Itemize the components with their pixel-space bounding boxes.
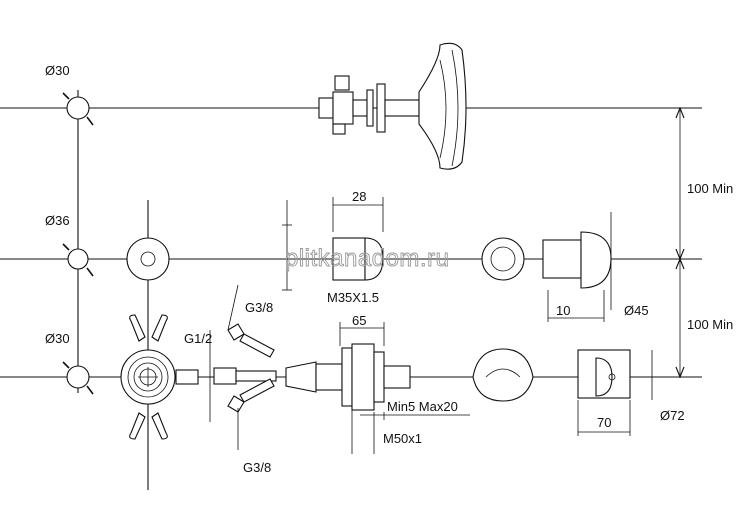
cross-handle-front-view <box>120 314 199 440</box>
label-w65: 65 <box>352 313 366 328</box>
label-min5-max20: Min5 Max20 <box>387 399 458 414</box>
label-m35: M35X1.5 <box>327 290 379 305</box>
rosette-front-view <box>126 237 170 281</box>
label-w28: 28 <box>352 189 366 204</box>
left-circles <box>62 92 94 395</box>
label-d45: Ø45 <box>624 303 649 318</box>
label-w10: 10 <box>556 303 570 318</box>
label-d30-bottom: Ø30 <box>45 331 70 346</box>
label-100-min-top: 100 Min <box>687 181 733 196</box>
top-valve-assembly <box>318 42 467 170</box>
middle-right-parts <box>481 212 612 322</box>
label-d36: Ø36 <box>45 213 70 228</box>
label-100-min-bottom: 100 Min <box>687 317 733 332</box>
label-d72: Ø72 <box>660 408 685 423</box>
label-g38-top: G3/8 <box>245 300 273 315</box>
g-fittings <box>209 284 277 450</box>
label-w70: 70 <box>597 415 611 430</box>
watermark: plitkanadom.ru <box>285 245 449 272</box>
middle-sleeve <box>282 197 384 291</box>
label-d30-top: Ø30 <box>45 63 70 78</box>
bottom-valve-body <box>285 322 470 454</box>
vertical-dimension <box>672 106 688 379</box>
bottom-right-parts <box>472 348 653 436</box>
label-g12: G1/2 <box>184 331 212 346</box>
label-m50: M50x1 <box>383 431 422 446</box>
label-g38-bottom: G3/8 <box>243 460 271 475</box>
dimension-labels: Ø30 Ø36 Ø30 G3/8 G1/2 G3/8 28 M35X1.5 65… <box>45 63 733 475</box>
